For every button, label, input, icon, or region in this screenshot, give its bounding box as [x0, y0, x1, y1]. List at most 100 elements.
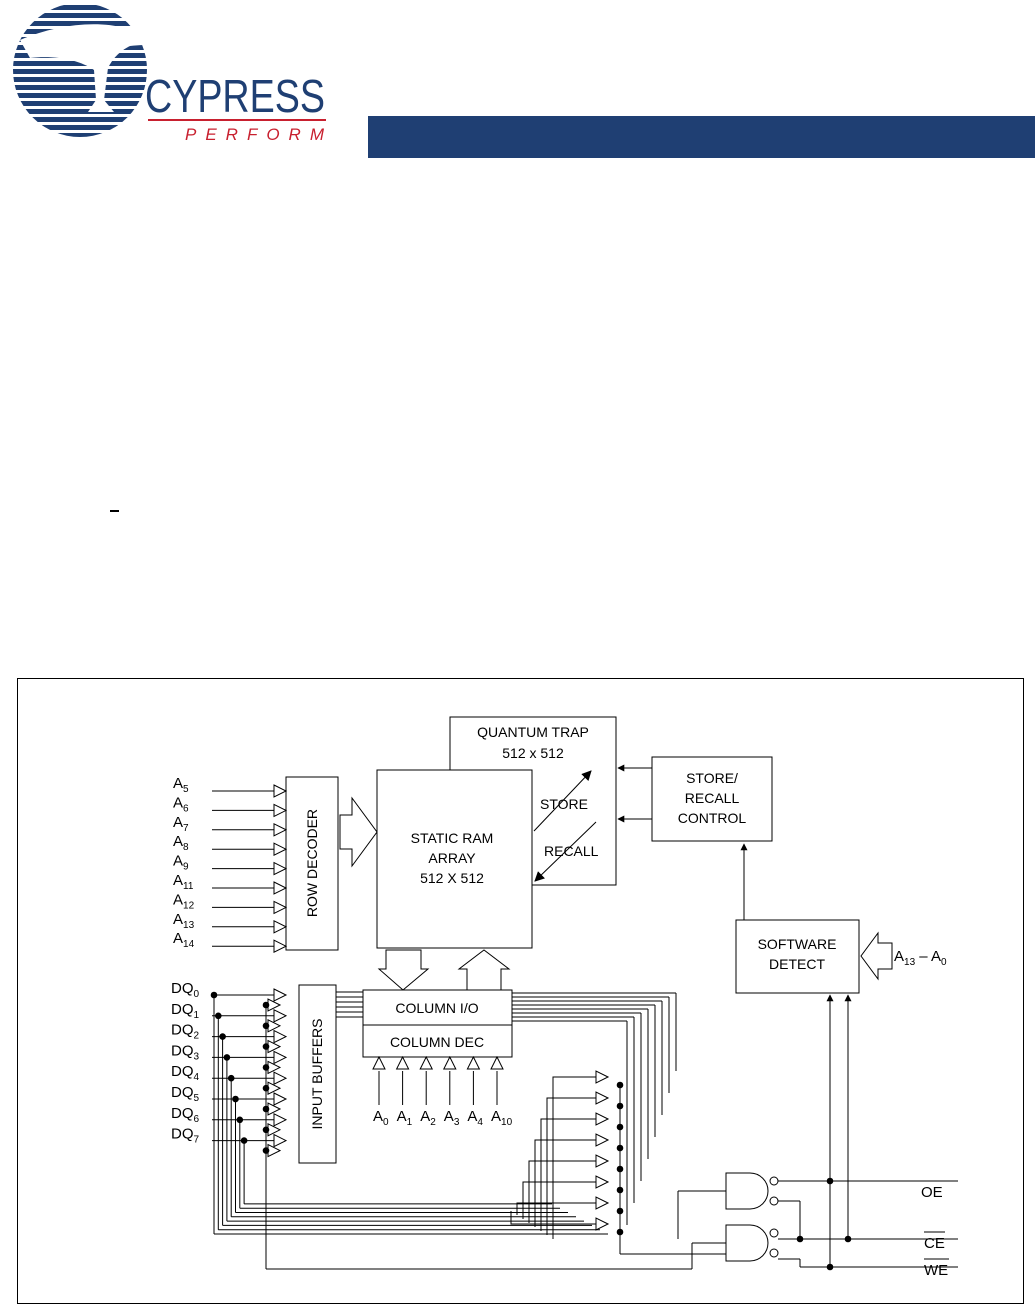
data-line-label-sub: 2	[194, 1031, 200, 1042]
software-detect-input-label: A13 – A0	[894, 948, 947, 968]
junction-dot	[616, 1123, 624, 1131]
junction-dot	[262, 1022, 270, 1030]
junction-dot	[262, 1147, 270, 1154]
row-address-label-sub: 9	[183, 862, 189, 873]
data-line-label-sub: 1	[194, 1010, 200, 1021]
output-enable-buffer	[595, 1196, 610, 1210]
data-line-label-base: DQ	[171, 1126, 194, 1143]
row-address-label-sub: 12	[183, 900, 195, 911]
junction-dot	[223, 1054, 231, 1061]
junction-dot	[616, 1228, 624, 1236]
row-decoder-block	[285, 776, 339, 951]
row-address-buffer	[273, 919, 288, 934]
logo-stripe	[13, 5, 147, 10]
column-address-label: A2	[420, 1108, 436, 1128]
junction-dot	[262, 1001, 270, 1009]
oe-pin-label: OE	[921, 1184, 943, 1201]
data-line-label-sub: 3	[194, 1051, 200, 1062]
column-io-block	[362, 989, 513, 1026]
column-address-label-base: A	[373, 1108, 383, 1125]
data-line-label-sub: 5	[194, 1093, 200, 1104]
output-enable-buffer	[595, 1175, 610, 1189]
logo-stripe	[13, 13, 147, 18]
recall-label: RECALL	[544, 843, 599, 859]
output-buffer-return	[516, 1202, 596, 1215]
row-address-label-base: A	[173, 930, 183, 947]
junction-dot	[844, 1235, 852, 1243]
column-address-label-base: A	[491, 1108, 501, 1125]
row-address-label-sub: 6	[183, 803, 189, 814]
column-address-label-sub: 2	[430, 1117, 436, 1128]
row-address-label-base: A	[173, 853, 183, 870]
row-address-label-sub: 5	[183, 784, 189, 795]
junction-dot	[262, 1084, 270, 1092]
column-address-buffer	[490, 1055, 504, 1070]
logo-stripe	[13, 117, 147, 122]
store-recall-control-block	[651, 756, 773, 842]
column-address-label-sub: 3	[454, 1117, 460, 1128]
static-ram-label-3: 512 X 512	[420, 870, 484, 886]
and-gate-oe	[725, 1172, 769, 1210]
overline-dash	[110, 510, 119, 512]
input-buffer-triangle	[273, 1008, 288, 1023]
junction-dot	[826, 1263, 834, 1271]
row-address-label: A14	[173, 930, 195, 950]
data-line-label: DQ2	[171, 1022, 200, 1042]
row-address-label: A5	[173, 775, 189, 795]
and-gate-we	[725, 1224, 769, 1262]
junction-dot	[616, 1207, 624, 1215]
logo-stripe	[13, 109, 147, 114]
junction-dot	[262, 1126, 270, 1134]
row-address-buffer	[273, 784, 288, 798]
row-address-label-base: A	[173, 872, 183, 889]
junction-dot	[262, 1105, 270, 1113]
column-dec-label: COLUMN DEC	[390, 1034, 484, 1050]
output-buffer-return	[528, 1160, 596, 1223]
header-bar	[368, 116, 1035, 158]
store-recall-control-label-3: CONTROL	[678, 810, 747, 826]
column-address-label-base: A	[467, 1108, 477, 1125]
column-address-label: A3	[444, 1108, 460, 1128]
column-address-label: A1	[397, 1108, 413, 1128]
row-address-label-sub: 14	[183, 939, 195, 950]
we-pin-label: WE	[924, 1262, 948, 1279]
and-gate-we-bubble	[769, 1228, 779, 1238]
ce-pin-label: CE	[924, 1235, 945, 1252]
software-detect-block	[735, 919, 860, 994]
sd-input-b-sub: 0	[941, 957, 947, 968]
junction-dot	[616, 1102, 624, 1110]
input-buffer-triangle	[273, 1050, 288, 1065]
quantum-trap-label-1: QUANTUM TRAP	[477, 724, 589, 740]
data-line-label-base: DQ	[171, 1105, 194, 1122]
data-line-label-base: DQ	[171, 1001, 194, 1018]
row-address-label: A9	[173, 853, 189, 873]
data-line-label: DQ1	[171, 1001, 200, 1021]
junction-dot	[262, 1043, 270, 1050]
column-address-buffer	[466, 1055, 481, 1070]
store-recall-control-label-2: RECALL	[685, 790, 740, 806]
and-gate-oe-bubble	[769, 1176, 779, 1186]
logo-stripe	[13, 77, 147, 82]
row-address-buffer	[273, 881, 288, 895]
static-ram-label-2: ARRAY	[428, 850, 476, 866]
output-enable-buffer	[595, 1112, 610, 1126]
logo-stripe	[13, 85, 147, 90]
logo-tagline: PERFORM	[185, 125, 333, 144]
row-address-label: A7	[173, 814, 189, 834]
output-buffer-return	[552, 1076, 596, 1239]
output-enable-buffer	[595, 1070, 610, 1084]
logo-stripe	[13, 133, 147, 137]
column-dec-block	[362, 1024, 513, 1058]
row-address-label-base: A	[173, 911, 183, 928]
junction-dot	[262, 1064, 270, 1071]
row-address-label: A8	[173, 833, 189, 853]
data-line-label-base: DQ	[171, 980, 194, 997]
sd-input-a-sub: 13	[904, 957, 916, 968]
junction-dot	[219, 1033, 226, 1040]
input-buffer-triangle	[273, 1029, 288, 1044]
store-label: STORE	[540, 796, 588, 812]
input-buffer-triangle	[273, 988, 288, 1002]
row-address-label: A11	[173, 872, 194, 892]
and-gate-we-bubble	[769, 1248, 779, 1258]
